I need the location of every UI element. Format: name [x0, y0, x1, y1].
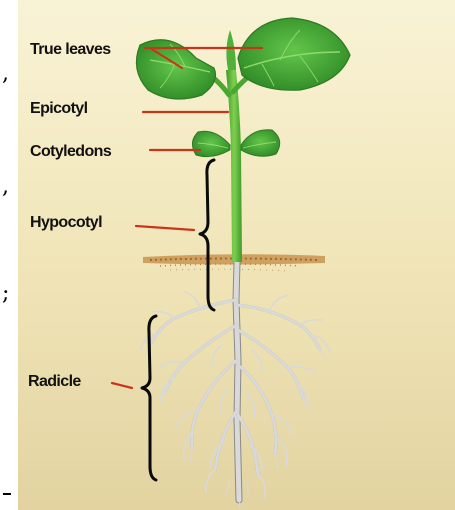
margin-dash: [3, 493, 11, 495]
margin-comma-1: ,: [2, 61, 9, 86]
margin-comma-3: ;: [2, 281, 9, 306]
label-true-leaves: True leaves: [30, 41, 111, 58]
label-radicle: Radicle: [28, 373, 81, 390]
label-cotyledons: Cotyledons: [30, 143, 112, 160]
margin-comma-2: ,: [2, 174, 9, 199]
label-epicotyl: Epicotyl: [30, 100, 88, 117]
label-hypocotyl: Hypocotyl: [30, 214, 102, 231]
